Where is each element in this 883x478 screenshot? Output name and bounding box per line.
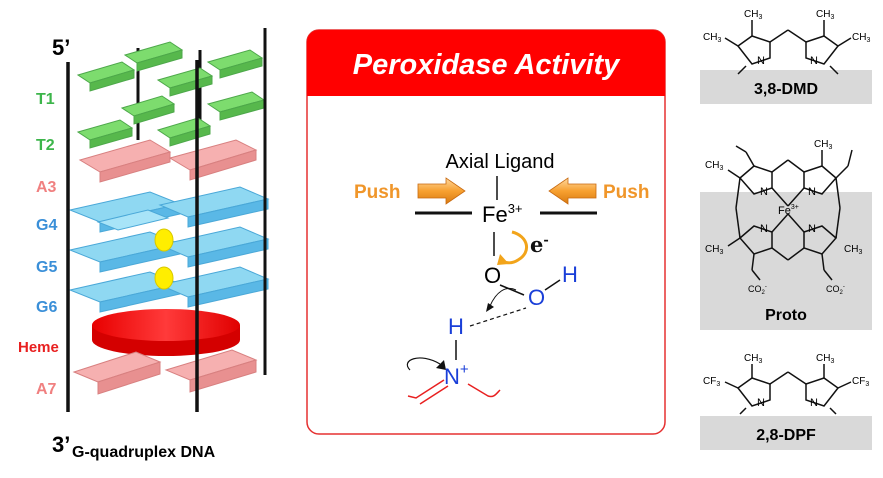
- push-left-label: Push: [354, 182, 400, 203]
- heme-disc: [92, 309, 240, 356]
- dmd-ch3-1: CH3: [744, 9, 762, 21]
- proto-n-4: N: [808, 223, 816, 235]
- heme-variants-panel: 3,8-DMD CH3 CH3 CH3 CH3 N N: [700, 9, 872, 450]
- label-5prime: 5’: [52, 35, 70, 60]
- dmd-n-1: N: [757, 55, 765, 67]
- dpf-label-bg: [700, 416, 872, 450]
- heme-variant-proto: CH3 CH3 CH3 CH3 Fe3+ N N N N CO2- CO2- P…: [700, 139, 872, 330]
- dna-caption: G-quadruplex DNA: [72, 444, 216, 461]
- dmd-ch3-3: CH3: [703, 32, 721, 44]
- dmd-ch3-4: CH3: [852, 32, 870, 44]
- nitrogen-atom: N+: [444, 361, 469, 389]
- electron-label: e-: [530, 232, 549, 257]
- fe-atom: Fe3+: [482, 201, 523, 227]
- dpf-structure: [724, 364, 852, 415]
- proto-ch3-3: CH3: [705, 244, 723, 256]
- proto-ch3-1: CH3: [814, 139, 832, 151]
- hydrogen-nh: H: [448, 314, 464, 339]
- label-3prime: 3’: [52, 432, 70, 457]
- dmd-structure: [724, 20, 852, 75]
- axial-ligand-label: Axial Ligand: [446, 151, 555, 173]
- dpf-n-2: N: [810, 397, 818, 409]
- mechanism-panel: Peroxidase Activity Axial Ligand Push Pu…: [306, 29, 666, 435]
- mechanism-title: Peroxidase Activity: [353, 49, 621, 81]
- dpf-name: 2,8-DPF: [756, 427, 816, 444]
- dmd-name: 3,8-DMD: [754, 81, 818, 98]
- k-ion-lower: [154, 266, 174, 290]
- guanine-g5-plates: [68, 226, 270, 273]
- heme-variant-dmd: 3,8-DMD CH3 CH3 CH3 CH3 N N: [700, 9, 872, 104]
- proto-co2-2: CO2-: [826, 284, 845, 296]
- dmd-label-bg: [700, 70, 872, 104]
- nh-rotation-arrowhead: [436, 360, 446, 370]
- layer-label-heme: Heme: [18, 339, 59, 356]
- dpf-ch3-2: CH3: [816, 353, 834, 365]
- dmd-ch3-2: CH3: [816, 9, 834, 21]
- layer-label-a7: A7: [36, 381, 57, 398]
- push-right-label: Push: [603, 182, 649, 203]
- proto-fe: Fe3+: [778, 204, 799, 217]
- push-left-arrow: [417, 177, 466, 205]
- layer-label-a3: A3: [36, 179, 57, 196]
- imidazole-bonds: [407, 379, 501, 405]
- proto-label-bg: [700, 192, 872, 330]
- nh-rotation-arrow: [406, 357, 441, 371]
- proto-ch3-4: CH3: [844, 244, 862, 256]
- proto-ch3-2: CH3: [705, 160, 723, 172]
- k-ion-upper: [154, 228, 174, 252]
- proto-co2-1: CO2-: [748, 284, 767, 296]
- thymine-t1-plates: [76, 41, 264, 97]
- heme-variant-dpf: 2,8-DPF CH3 CH3 CF3 CF3 N N: [700, 353, 872, 450]
- proto-n-1: N: [760, 186, 768, 198]
- push-right-arrow: [548, 177, 597, 205]
- proto-n-2: N: [808, 186, 816, 198]
- hydrogen-oh: H: [562, 262, 578, 287]
- oo-cleavage-arrowhead: [486, 303, 494, 312]
- oxygen-2: O: [528, 285, 545, 310]
- title-bar: [307, 30, 665, 96]
- dpf-ch3-1: CH3: [744, 353, 762, 365]
- dpf-cf3-2: CF3: [852, 376, 869, 388]
- dpf-n-1: N: [757, 397, 765, 409]
- guanine-g4-plates: [68, 186, 270, 233]
- proto-structure: [727, 145, 853, 281]
- layer-label-g5: G5: [36, 259, 57, 276]
- dmd-n-2: N: [810, 55, 818, 67]
- guanine-g6-plates: [68, 266, 270, 313]
- electron-arrowhead: [497, 254, 509, 265]
- o-h-bond: [544, 279, 561, 291]
- adenine-a7-plates: [72, 349, 258, 395]
- layer-label-g4: G4: [36, 217, 57, 234]
- proto-name: Proto: [765, 307, 807, 324]
- oo-cleavage-arrow: [489, 287, 517, 307]
- o-o-bond: [499, 284, 525, 296]
- dna-panel: 5’ 3’ G-quadruplex DNA T1 T2 A3 G4 G5 G6…: [18, 28, 270, 461]
- layer-label-t1: T1: [36, 91, 55, 108]
- oxygen-1: O: [484, 263, 501, 288]
- layer-label-t2: T2: [36, 137, 55, 154]
- proto-n-3: N: [760, 223, 768, 235]
- layer-label-g6: G6: [36, 299, 57, 316]
- hydrogen-bond: [469, 307, 527, 327]
- dpf-cf3-1: CF3: [703, 376, 720, 388]
- adenine-a3-plates: [78, 139, 258, 183]
